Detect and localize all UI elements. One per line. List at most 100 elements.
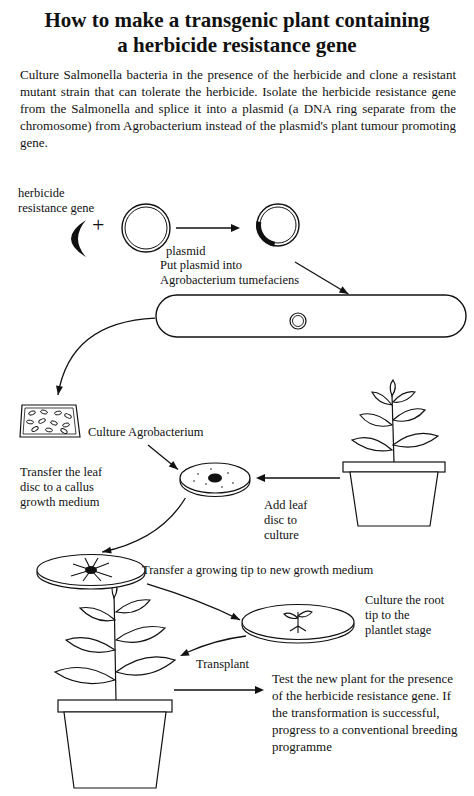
arrow-head <box>231 224 240 232</box>
arrow-line <box>148 445 178 470</box>
result-note: Test the new plant for the presence of t… <box>272 670 462 755</box>
plantlet <box>290 626 306 633</box>
arrow-label: Transfer a growing tip to new growth med… <box>142 563 462 578</box>
node-text: Put plasmid into Agrobacterium tumefacie… <box>160 258 310 288</box>
arrow-line <box>58 318 155 395</box>
agar-dots <box>197 473 199 475</box>
bacteria <box>31 426 39 433</box>
arrow-line <box>188 636 246 652</box>
plant-stem <box>114 592 116 700</box>
agar-dots <box>232 482 234 484</box>
culture-tray: Culture Agrobacterium <box>18 395 218 445</box>
node-text: plasmid <box>166 244 236 259</box>
plantlet-dish: Culture the root tip to the plantlet sta… <box>240 600 356 644</box>
plant-leaf <box>66 638 115 653</box>
pot-rim <box>343 462 445 472</box>
plant-bud <box>390 380 395 396</box>
agrobacterium-cell: Put plasmid into Agrobacterium tumefacie… <box>155 294 467 338</box>
plant-leaf <box>360 414 392 427</box>
bacteria <box>60 428 68 435</box>
pot-body <box>64 712 166 788</box>
node-text: Add leaf disc to culture <box>264 498 322 543</box>
flow-arrow <box>102 498 185 554</box>
plant-leaf <box>393 433 438 447</box>
arrow-head <box>180 649 190 656</box>
plant-leaf <box>55 668 115 684</box>
flow-arrow <box>56 318 155 395</box>
callus <box>85 566 97 574</box>
petri-dish-shape <box>178 460 252 498</box>
agar-dots <box>210 468 212 470</box>
bacteria <box>40 409 48 414</box>
cell-plasmid-inner <box>293 316 304 327</box>
node-text: Culture Agrobacterium <box>88 425 216 440</box>
recombinant-plasmid: plasmid <box>162 200 302 262</box>
arrow-line <box>102 498 185 552</box>
agar-dots <box>193 468 234 488</box>
leaf-disc <box>208 474 222 483</box>
arrow-head <box>256 474 265 482</box>
arrow-head <box>255 686 264 694</box>
node-text: herbicide resistance gene <box>18 186 108 216</box>
plus-sign: + <box>92 212 114 238</box>
bacteria <box>28 410 36 416</box>
plasmid-ring-inner <box>125 207 167 249</box>
transplanted-plant <box>55 580 175 788</box>
agar-dots <box>193 480 195 482</box>
flow-arrow <box>147 584 240 620</box>
splice-arrow <box>176 224 240 232</box>
bacteria <box>50 420 58 426</box>
arrow-head <box>102 547 112 554</box>
step-caption: Transplant <box>196 657 276 672</box>
bacteria <box>26 420 34 425</box>
arrow-line <box>174 689 256 690</box>
plant-leaf <box>80 608 115 621</box>
cell-outline <box>156 295 466 337</box>
bacteria <box>26 409 72 434</box>
title: How to make a transgenic plant containin… <box>42 8 432 58</box>
bacteria <box>54 411 62 416</box>
pot-body <box>350 472 438 526</box>
plasmid-ring-outer <box>257 204 299 246</box>
node-text: Transfer the leaf disc to a callus growt… <box>20 465 120 510</box>
plant-leaf <box>116 627 165 643</box>
plant-leaf <box>352 438 392 451</box>
gene-crescent <box>71 220 86 257</box>
arrow-line <box>264 477 340 478</box>
petri-dish: Add leaf disc to culture <box>178 460 252 498</box>
plant-leaf <box>393 392 415 403</box>
plant-leaf <box>393 409 425 422</box>
arrow-line <box>176 227 232 228</box>
bacteria <box>45 428 53 433</box>
inserted-gene <box>259 222 275 245</box>
potted-plant <box>343 380 445 526</box>
agar-dots <box>227 472 229 474</box>
flow-arrow <box>295 262 348 294</box>
node-text: Culture the root tip to the plantlet sta… <box>365 593 447 638</box>
dish-rim <box>242 605 354 640</box>
plant-leaf <box>116 600 150 613</box>
plasmid-ring <box>122 204 170 252</box>
tray-inner <box>23 408 76 434</box>
intro-paragraph: Culture Salmonella bacteria in the prese… <box>20 66 456 151</box>
agrobacterium-cell-shape <box>155 294 467 338</box>
arrow-head <box>56 386 63 395</box>
plant-leaf <box>372 392 392 405</box>
dish-rim <box>37 555 145 586</box>
plasmid-ring-outer <box>122 204 170 252</box>
plantlet <box>284 613 298 618</box>
bacteria <box>64 413 72 419</box>
pot-rim <box>58 700 172 712</box>
arrow-head <box>230 613 240 620</box>
bacteria <box>38 418 46 424</box>
transplant-arrow <box>180 636 246 656</box>
flow-arrow <box>148 445 178 470</box>
bacteria <box>62 422 70 427</box>
plantlet <box>298 611 312 617</box>
dish-rim <box>180 463 250 493</box>
plant-leaf <box>116 657 175 675</box>
plantlet <box>297 612 298 626</box>
callus-dish-shape <box>35 552 147 590</box>
